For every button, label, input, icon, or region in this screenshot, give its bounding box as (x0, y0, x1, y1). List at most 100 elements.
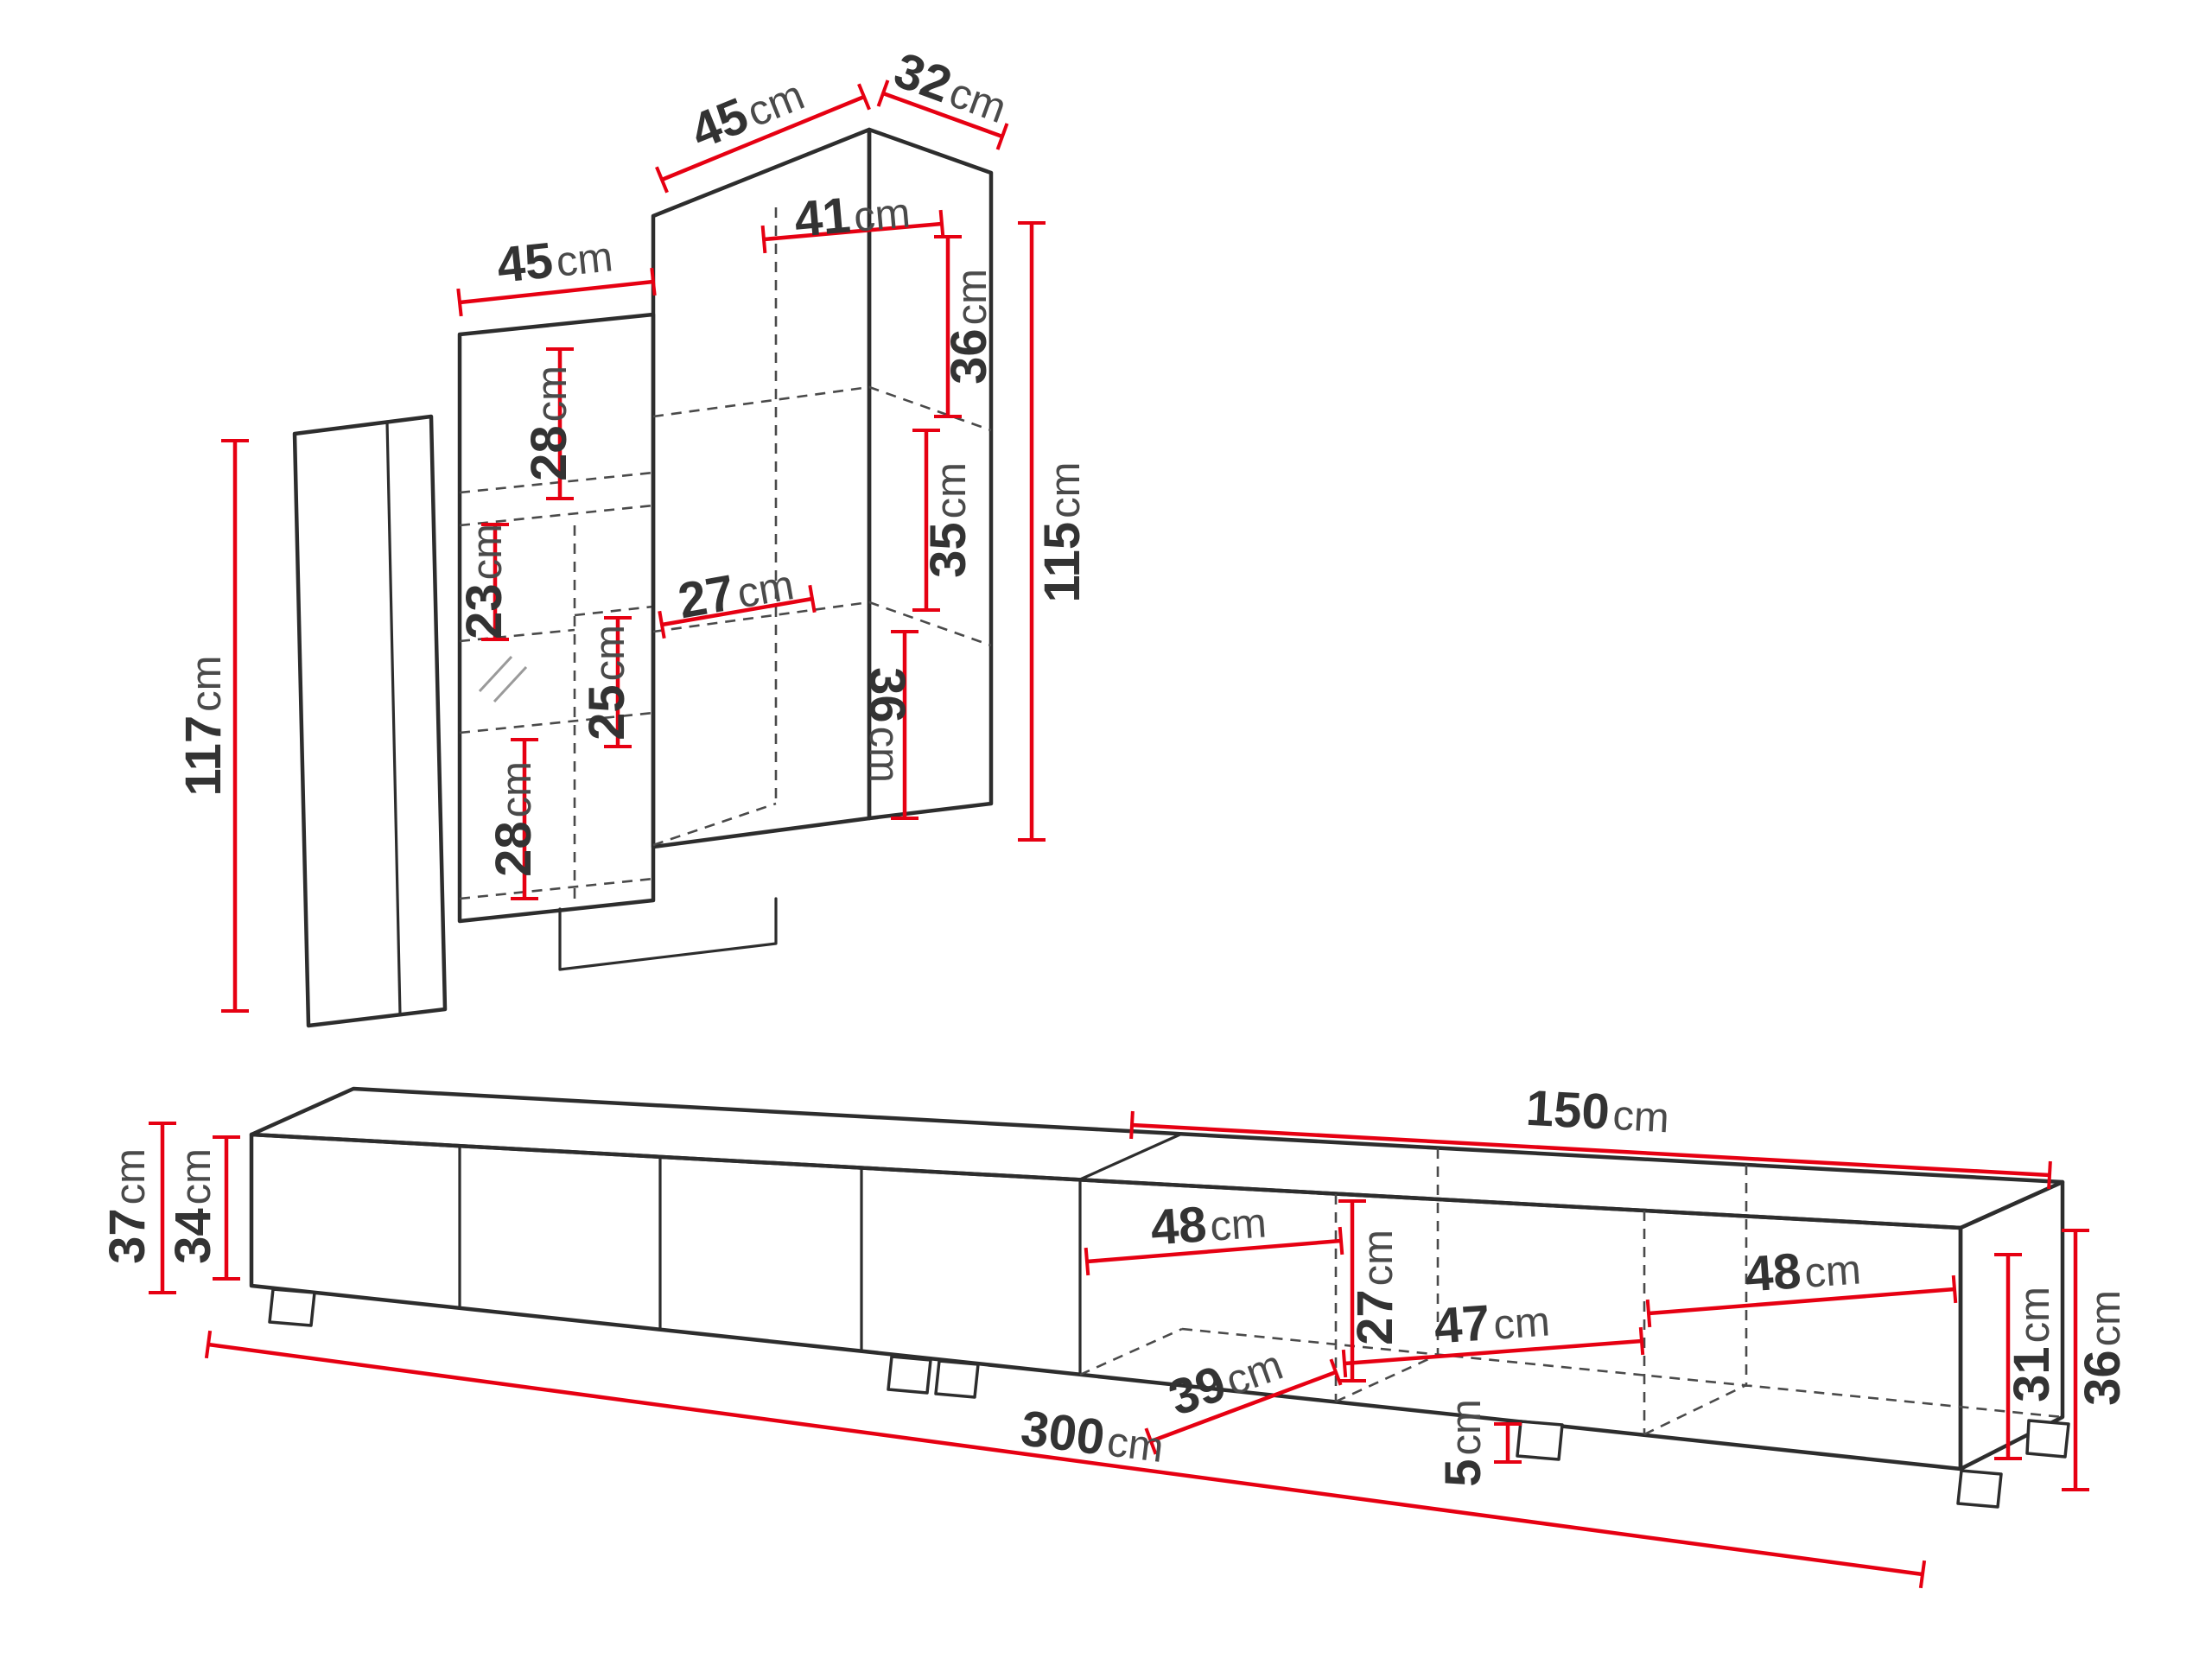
middle-cabinet-step (558, 897, 778, 971)
wall-dimension-labels: 45cm 45cm 32cm 41cm 36cm 35cm 36cm 27cm … (175, 41, 1090, 877)
wall-unit: 45cm 45cm 32cm 41cm 36cm 35cm 36cm 27cm … (175, 41, 1090, 1028)
dim-value: 150 (1524, 1080, 1611, 1141)
dim-line-total-width (204, 1330, 1927, 1589)
wall-dimension-lines (221, 79, 1046, 1013)
dim-line-inner-depth-wall (658, 584, 817, 639)
dim-label-inner-depth-wall: 27cm (674, 554, 798, 629)
dim-label-left-shelf-c: 25cm (579, 625, 635, 741)
dim-label-right-height-inner: 31cm (2004, 1287, 2060, 1402)
dim-value: 41 (792, 187, 853, 247)
dim-label-right-section-height: 115cm (1034, 462, 1090, 603)
dim-label-left-shelf-b: 23cm (456, 524, 512, 639)
dim-label-left-shelf-a: 28cm (521, 365, 577, 481)
wall-left-panel (292, 414, 448, 1028)
dim-label-compartment-left: 48cm (1149, 1192, 1268, 1255)
dim-value: 35 (920, 522, 976, 578)
dim-unit: cm (183, 656, 230, 712)
stand-leg (1956, 1469, 2003, 1509)
dim-unit: cm (554, 233, 615, 286)
dim-value: 48 (1744, 1243, 1803, 1302)
dim-label-right-section-width: 150cm (1524, 1080, 1670, 1144)
dim-unit: cm (1209, 1199, 1268, 1249)
dim-label-left-shelf-d: 28cm (486, 761, 542, 877)
left-panel-outline (292, 414, 448, 1028)
stand-dimension-labels: 150cm 37cm 34cm 48cm 27cm 48cm 47cm 39cm… (99, 1080, 2131, 1487)
dim-label-middle-shelf: 35cm (920, 462, 976, 578)
stand-dimension-lines (149, 1110, 2089, 1589)
stand-leg (2025, 1419, 2070, 1459)
dim-unit: cm (2082, 1290, 2129, 1346)
dim-value: 5 (1435, 1459, 1491, 1487)
dim-unit: cm (1355, 1230, 1402, 1286)
right-cabinet-side (867, 127, 994, 821)
dim-label-top-depth: 32cm (887, 41, 1015, 134)
dim-unit: cm (529, 365, 575, 422)
dim-label-upper-shelf: 36cm (941, 269, 997, 385)
dim-line-inner-top-width (760, 209, 945, 254)
dim-label-inner-top-width: 41cm (792, 181, 912, 247)
dim-unit: cm (861, 727, 907, 783)
dim-value: 25 (579, 684, 635, 741)
dim-value: 300 (1018, 1400, 1108, 1465)
dim-unit: cm (464, 524, 511, 580)
dim-line-top-depth (876, 79, 1009, 150)
dim-value: 45 (494, 232, 556, 294)
dim-line-top-width (655, 83, 871, 194)
dim-unit: cm (587, 625, 633, 681)
dim-label-right-height-outer: 36cm (2075, 1290, 2131, 1406)
dim-line-compartment-left (1084, 1226, 1344, 1276)
left-panel-edge (385, 420, 402, 1016)
dim-value: 34 (165, 1208, 221, 1264)
dim-value: 27 (1347, 1289, 1403, 1345)
dim-unit: cm (949, 269, 995, 325)
dim-unit: cm (852, 189, 912, 240)
dim-value: 28 (486, 821, 542, 877)
dim-value: 27 (674, 564, 739, 629)
stand-leg (1516, 1420, 1564, 1461)
tv-stand: 150cm 37cm 34cm 48cm 27cm 48cm 47cm 39cm… (99, 1080, 2131, 1589)
dim-unit: cm (1803, 1246, 1863, 1296)
dim-unit: cm (734, 562, 798, 618)
right-cabinet-shelves-dashed (652, 207, 992, 847)
dim-value: 31 (2004, 1346, 2060, 1402)
glass-reflection-marks (478, 655, 528, 703)
dim-value: 23 (456, 583, 512, 639)
middle-cabinet-outline (457, 312, 656, 924)
dim-unit: cm (944, 69, 1013, 132)
dim-unit: cm (741, 72, 810, 137)
dim-unit: cm (1104, 1418, 1166, 1471)
dim-value: 48 (1149, 1196, 1209, 1255)
dim-label-left-section-width: 45cm (494, 226, 615, 294)
dim-value: 47 (1433, 1294, 1492, 1354)
dim-unit: cm (1042, 462, 1089, 518)
stand-leg (934, 1359, 980, 1399)
dim-value: 28 (521, 425, 577, 481)
dim-line-compartment-right (1645, 1274, 1958, 1328)
dim-label-left-height-inner: 34cm (165, 1148, 221, 1264)
dim-label-leg-height: 5 cm (1435, 1399, 1491, 1487)
dim-value: 115 (1034, 522, 1090, 603)
dim-unit: cm (493, 761, 540, 817)
dim-value: 36 (859, 667, 915, 723)
dim-label-total-width: 300cm (1018, 1400, 1167, 1473)
stand-leg (268, 1287, 316, 1327)
dim-value: 37 (99, 1208, 156, 1264)
dim-unit: cm (1443, 1399, 1490, 1455)
dim-value: 117 (175, 715, 232, 797)
dim-label-divider-height: 27cm (1347, 1230, 1403, 1345)
stand-leg (887, 1355, 932, 1395)
dim-label-compartment-middle: 47cm (1433, 1290, 1552, 1354)
dim-unit: cm (173, 1148, 219, 1205)
dim-line-right-section-width (1129, 1110, 2052, 1190)
dim-unit: cm (2012, 1287, 2058, 1343)
dim-line-left-section-width (456, 267, 657, 317)
dim-unit: cm (1492, 1298, 1552, 1348)
dim-value: 36 (941, 328, 997, 385)
dim-unit: cm (107, 1148, 154, 1205)
stand-door-seams (458, 1132, 1184, 1376)
tv-stand-body (249, 1086, 2065, 1471)
dim-unit: cm (928, 462, 975, 518)
dim-label-left-panel-height: 117cm (175, 656, 232, 797)
